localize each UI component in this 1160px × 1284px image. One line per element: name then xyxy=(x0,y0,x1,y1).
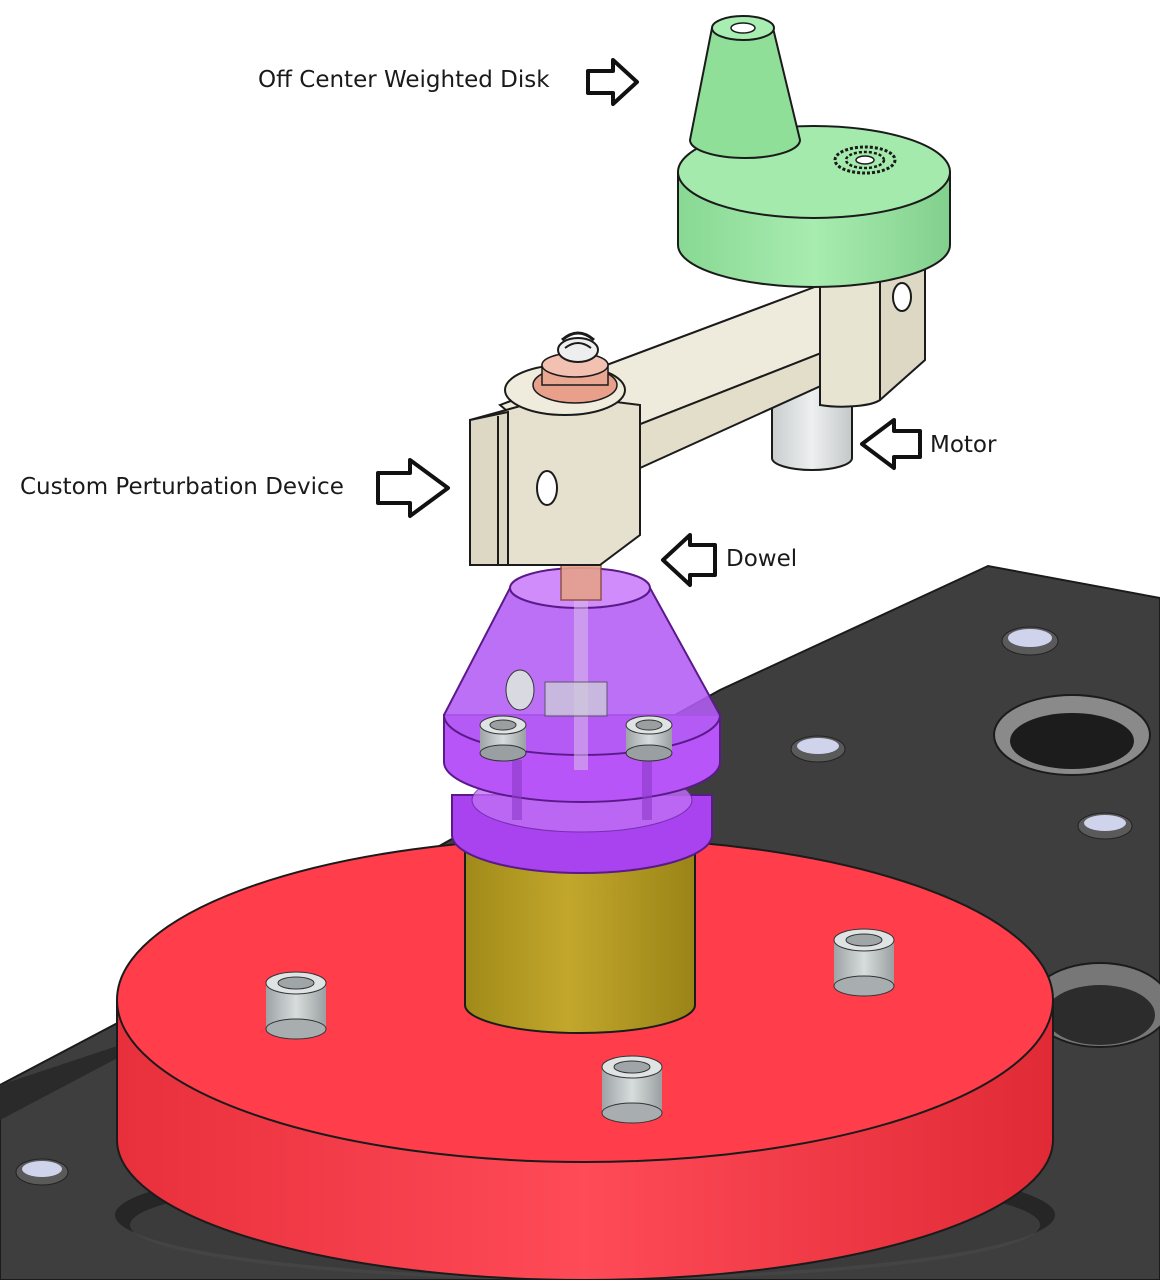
screw-icon xyxy=(265,971,327,1040)
screw-icon xyxy=(557,331,599,363)
right-arrow-icon xyxy=(376,458,450,518)
gold-cylinder xyxy=(464,839,696,1034)
large-hole xyxy=(993,694,1151,776)
purple-cone xyxy=(442,567,722,874)
perturbation-arm xyxy=(469,261,926,566)
hole-icon xyxy=(15,1158,69,1186)
hole-icon xyxy=(1077,812,1133,840)
dowel-label: Dowel xyxy=(726,546,798,572)
weighted-disk xyxy=(677,15,951,288)
screw-icon xyxy=(601,1055,663,1124)
hole-icon xyxy=(790,735,846,763)
left-arrow-icon xyxy=(661,533,717,587)
screw-icon xyxy=(625,715,673,762)
left-arrow-icon xyxy=(860,418,922,470)
hole-icon xyxy=(1001,626,1059,656)
perturbation-device-label: Custom Perturbation Device xyxy=(20,474,344,500)
coil-detail xyxy=(833,145,897,175)
weighted-disk-label: Off Center Weighted Disk xyxy=(258,67,550,93)
right-arrow-icon xyxy=(586,58,639,106)
motor-label: Motor xyxy=(930,432,997,458)
screw-icon xyxy=(833,928,895,997)
screw-icon xyxy=(479,715,527,762)
